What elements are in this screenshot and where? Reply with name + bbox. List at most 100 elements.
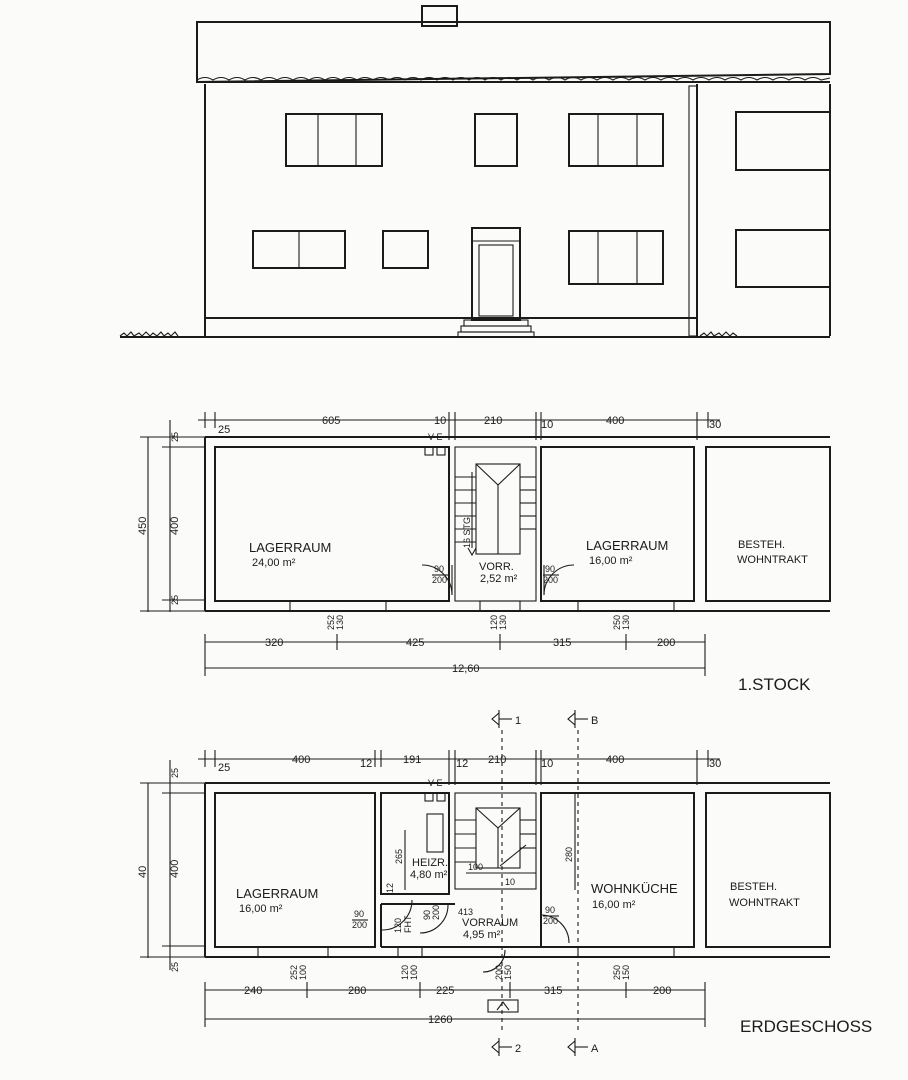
dim-label: 200 (657, 637, 675, 649)
door-width: 90 (354, 909, 364, 919)
dim-label: 10 (434, 415, 446, 427)
dim-label: 191 (403, 754, 421, 766)
dim-label: 30 (709, 758, 721, 770)
room-name: WOHNTRAKT (729, 897, 800, 909)
dim-label: 25 (170, 962, 180, 972)
fht-label: FHT (403, 915, 413, 933)
dim-label: 240 (244, 985, 262, 997)
dim-label: 315 (553, 637, 571, 649)
dim-label: 250 (612, 965, 622, 980)
door-swing (540, 914, 570, 944)
room-wohnkueche (540, 792, 695, 948)
door-height: 200 (543, 575, 558, 585)
window (285, 113, 383, 167)
room-name: LAGERRAUM (236, 886, 318, 901)
room-name: VORR. (479, 561, 514, 573)
dim-label: 252 (289, 965, 299, 980)
window-plan (479, 600, 521, 612)
room-name: LAGERRAUM (586, 538, 668, 553)
dim-label: 130 (335, 615, 345, 630)
dim-label: 10 (505, 877, 515, 887)
door-width: 120 (393, 918, 403, 933)
svg-text:B: B (591, 715, 598, 727)
room-lagerraum (214, 792, 376, 948)
dim-label: 25 (170, 768, 180, 778)
floor-title: ERDGESCHOSS (740, 1017, 872, 1036)
ve-label: V E (428, 432, 443, 442)
dim-label: 12 (385, 883, 395, 893)
room-area: 16,00 m² (239, 903, 283, 915)
dim-label: 200 (494, 965, 504, 980)
door-height: 200 (432, 575, 447, 585)
window (382, 230, 429, 269)
section-marker: 2 (491, 1038, 521, 1056)
dim-label: 400 (606, 754, 624, 766)
stair-label: 16 STG. (462, 514, 472, 548)
dim-label: 10 (541, 419, 553, 431)
dim-label: 315 (544, 985, 562, 997)
dim-label: 25 (170, 595, 180, 605)
room-area: 16,00 m² (592, 899, 636, 911)
annex-window (735, 229, 831, 288)
room-name: HEIZR. (412, 857, 448, 869)
dim-label: 12 (360, 758, 372, 770)
dim-label: 400 (292, 754, 310, 766)
window-plan (577, 946, 675, 958)
staircase (454, 792, 537, 890)
dim-label: 250 (612, 615, 622, 630)
section-marker: 1 (491, 710, 521, 728)
roof (196, 21, 831, 84)
room-area: 4,80 m² (410, 869, 448, 881)
ve-label: V E (428, 778, 443, 788)
ventilation-shaft (424, 446, 434, 456)
dim-label: 100 (468, 862, 483, 872)
dim-label: 280 (348, 985, 366, 997)
room-name: VORRAUM (462, 917, 518, 929)
dim-label: 100 (298, 965, 308, 980)
room-lagerraum-left (214, 446, 450, 602)
roof-tile-edge (196, 76, 831, 81)
room-wohntrakt (705, 446, 831, 602)
window-plan (577, 600, 675, 612)
door-width: 90 (422, 910, 432, 920)
room-wohntrakt (705, 792, 831, 948)
door-swing (482, 949, 506, 973)
window-plan (289, 600, 387, 612)
door-swing (419, 904, 449, 934)
svg-text:2: 2 (515, 1043, 521, 1055)
front-elevation (119, 5, 831, 338)
dim-label: 130 (498, 615, 508, 630)
door-height: 200 (543, 916, 558, 926)
room-lagerraum-right (540, 446, 695, 602)
room-area: 4,95 m² (463, 929, 501, 941)
dim-label: 150 (621, 965, 631, 980)
dim-label: 225 (436, 985, 454, 997)
room-name: BESTEH. (730, 881, 777, 893)
window-plan (257, 946, 329, 958)
room-name: WOHNKÜCHE (591, 881, 678, 896)
door-height: 200 (352, 920, 367, 930)
dim-label: 413 (458, 907, 473, 917)
floor-title: 1.STOCK (738, 675, 811, 694)
room-area: 24,00 m² (252, 557, 296, 569)
dim-label: 605 (322, 415, 340, 427)
dim-label: 40 (137, 866, 149, 878)
door-width: 90 (434, 564, 444, 574)
door-swing (381, 899, 413, 931)
door-width: 90 (545, 564, 555, 574)
entrance-step (487, 999, 519, 1013)
dim-label: 200 (653, 985, 671, 997)
dim-label: 450 (137, 517, 149, 535)
dim-label: 320 (265, 637, 283, 649)
section-marker: B (567, 710, 598, 728)
ventilation-shaft (424, 792, 434, 802)
dim-label: 265 (394, 849, 404, 864)
upper-floor-plan: 25 605 10 210 10 400 30 450 400 25 25 (137, 412, 831, 694)
window (568, 230, 664, 285)
dim-total: 1260 (428, 1014, 452, 1026)
step (460, 325, 532, 333)
window (568, 113, 664, 167)
chimney (421, 5, 458, 27)
downpipe (688, 85, 698, 337)
dim-label: 400 (169, 860, 181, 878)
